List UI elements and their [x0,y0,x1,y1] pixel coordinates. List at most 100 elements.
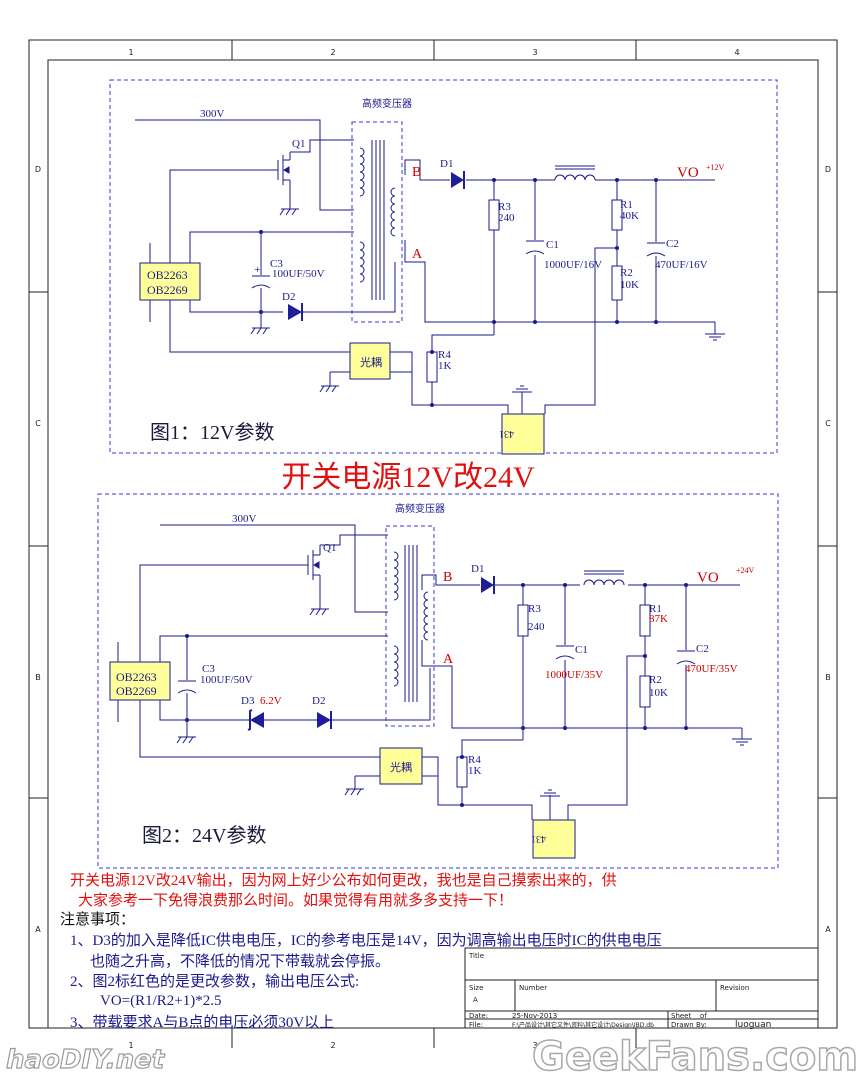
fig2-transformer-label: 高频变压器 [395,502,445,515]
fig1-inductor [554,174,596,181]
row-label-right: B [825,673,831,682]
fig2-tl431 [532,819,576,859]
notes-item2: 2、图2标红色的是更改参数，输出电压公式: [70,973,359,990]
fig1-c2-capacitor [646,242,666,257]
col-label-top: 2 [330,48,335,57]
row-label-left: C [35,419,41,428]
fig2-c1-label: C1 [575,644,588,656]
fig1-r2-resistor [611,265,623,301]
fig1-d1-diode [451,171,465,189]
notes-title: 注意事项： [60,910,135,928]
notes-intro-line2: 大家参考一下免得浪费那么时间。如果觉得有用就多多支持一下！ [78,892,513,909]
fig2-node-a: A [443,652,454,667]
tb-sheet-label: Sheet [671,1012,691,1020]
fig1-dashed-border [109,79,778,454]
col-label-bottom: 1 [128,1041,133,1050]
fig2-d2-diode [317,711,332,729]
tb-date-value: 25-Nov-2013 [512,1012,557,1020]
fig2-r3-label: R3 [528,603,541,615]
fig1-c1-label: C1 [546,239,559,251]
fig2-vo-label: VO [697,570,719,586]
fig2-r4-label: R4 [468,754,481,766]
watermark-geekfans: GeekFans.com [532,1034,858,1078]
fig1-caption: 图1：12V参数 [150,421,274,444]
fig1-c1-capacitor [525,240,545,255]
tb-drawn-by-label: Drawn By: [671,1021,707,1029]
fig1-vo-label: VO [677,165,699,181]
notes-item1-line2: 也随之升高，不降低的情况下带载就会停振。 [90,953,390,970]
fig2-transformer [385,525,435,727]
fig2-input-label: 300V [232,513,257,525]
fig2-c3-label: C3 [202,663,215,675]
fig1-r4-resistor [426,351,438,383]
tb-number-label: Number [519,984,547,992]
fig1-d2-label: D2 [282,291,295,303]
fig1-vo-value: +12V [706,163,725,172]
figure-2-circuit [97,493,779,869]
fig1-q1-mosfet [277,152,291,188]
row-label-right: A [825,925,831,934]
tb-file-value: F:\产品设计\其它文件\资料\其它设计\Design\IBD.db [512,1021,654,1029]
figure-1-circuit: + [109,79,778,455]
fig2-c1-value: 1000UF/35V [545,669,603,681]
fig1-r1-label: R1 [620,199,633,211]
fig1-r2-value: 10K [620,279,639,291]
fig1-c2-label: C2 [666,238,679,250]
fig1-r3-value: 240 [498,212,515,224]
fig1-d1-label: D1 [440,158,453,170]
fig2-ic-label: OB2263 [116,670,157,684]
tb-drawn-by-value: luoguan [735,1020,771,1030]
col-label-bottom: 3 [532,1041,537,1050]
fig2-r2-value: 10K [649,687,668,699]
fig2-r1-label: R1 [649,603,662,615]
fig2-dashed-border [97,493,779,869]
notes-formula: VO=(R1/R2+1)*2.5 [100,993,222,1009]
col-label-top: 3 [532,48,537,57]
notes-item1-line1: 1、D3的加入是降低IC供电电压，IC的参考电压是14V，因为调高输出电压时IC… [70,932,662,949]
tb-size-label: Size [469,984,483,992]
fig1-input-label: 300V [200,108,225,120]
fig1-tl431 [501,413,545,455]
notes-intro-line1: 开关电源12V改24V输出，因为网上好少公布如何更改，我也是自己摸索出来的，供 [70,872,617,889]
row-label-left: A [35,925,41,934]
fig1-optocoupler-label: 光耦 [360,355,382,369]
fig1-transformer [351,121,403,323]
svg-text:+: + [254,265,261,274]
row-label-right: C [825,419,831,428]
fig1-optocoupler [349,342,391,380]
col-label-top: 1 [128,48,133,57]
row-label-left: D [35,165,41,174]
fig2-r3-value: 240 [528,621,545,633]
fig2-r2-resistor [639,675,651,708]
fig1-r4-value: 1K [438,360,452,372]
fig2-r1-value: 87K [649,613,668,625]
fig2-q1-mosfet [307,545,321,580]
fig1-ic-label: OB2263 [147,268,188,282]
fig2-c3-capacitor [177,680,197,694]
fig1-r1-value: 40K [620,210,639,222]
watermark-haodiy: haoDIY.net [6,1045,166,1075]
col-label-bottom: 2 [330,1041,335,1050]
frame-labels: 1 2 3 4 1 2 3 D C B A D C B A [35,48,831,1050]
fig2-d2-label: D2 [312,695,325,707]
fig2-inductor [583,579,625,586]
fig2-d3-value: 6.2V [260,695,282,707]
fig1-r2-label: R2 [620,267,633,279]
fig1-tl431-label: 431 [499,428,514,439]
fig2-r3-resistor [517,604,529,637]
fig2-optocoupler-label: 光耦 [390,760,412,774]
fig1-c3-value: 100UF/50V [272,268,325,280]
fig2-r1-resistor [639,604,651,637]
col-label-top: 4 [734,48,739,57]
fig2-d3-zener [247,709,264,731]
fig1-r3-resistor [488,199,500,231]
fig2-ic-label: OB2269 [116,684,157,698]
tb-file-label: File: [469,1021,483,1029]
tb-size-value: A [473,996,478,1004]
fig1-r1-resistor [611,199,623,231]
fig2-d1-diode [481,576,495,594]
tb-date-label: Date: [469,1012,488,1020]
row-label-left: B [35,673,41,682]
fig1-d2-diode [288,303,303,321]
fig2-q1-label: Q1 [323,542,336,554]
